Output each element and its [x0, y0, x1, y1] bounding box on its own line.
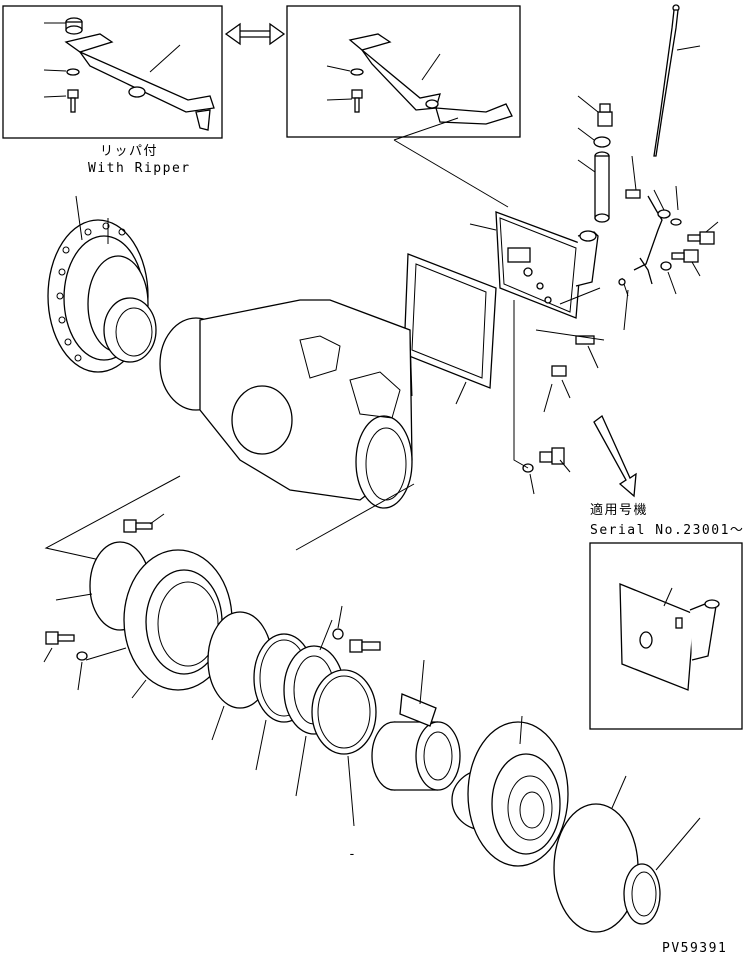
- nut-icon: [65, 17, 83, 35]
- inset-serial: [589, 542, 743, 730]
- bracket: [348, 33, 513, 125]
- with-ripper-label-jp: リッパ付: [100, 144, 158, 159]
- dipstick-assembly: [577, 4, 719, 331]
- bolt-icon: [671, 249, 699, 263]
- gasket-disc: [553, 803, 639, 933]
- plug-icon: [575, 335, 595, 345]
- bolt-icon: [123, 519, 153, 533]
- bolt-icon: [539, 447, 565, 465]
- washer-icon: [350, 68, 364, 76]
- washer-icon: [76, 651, 88, 661]
- filler-tube: [594, 151, 610, 223]
- gasket-icon: [593, 136, 611, 148]
- bolt-icon: [67, 89, 79, 113]
- serial-label-en: Serial No.23001～: [590, 523, 744, 538]
- with-ripper-label-en: With Ripper: [88, 161, 191, 176]
- inset-without-ripper: [286, 5, 521, 141]
- sprocket-hub: [47, 195, 157, 373]
- cover-plate: [469, 211, 599, 319]
- breather-icon: [597, 103, 613, 127]
- o-ring: [311, 669, 377, 755]
- washer-icon: [660, 261, 672, 271]
- inset-with-ripper: [2, 5, 223, 139]
- serial-label-jp: 適用号機: [590, 502, 648, 518]
- transmission-housing: [159, 299, 413, 509]
- stray-mark: -: [348, 847, 357, 862]
- oil-seal: [623, 863, 661, 925]
- drawing-code: PV59391: [662, 941, 727, 955]
- clamp-icon: [625, 189, 682, 226]
- bolt-icon: [349, 639, 381, 653]
- double-arrow-icon: [224, 22, 286, 46]
- ripper-bracket: [64, 33, 215, 131]
- bearing: [371, 693, 461, 791]
- washer-icon: [66, 68, 80, 76]
- bolt-icon: [45, 631, 75, 645]
- serial-arrow-icon: [593, 414, 637, 498]
- retainer-flange: [123, 549, 233, 691]
- washer-icon: [332, 628, 344, 640]
- bolt-ring: [56, 222, 126, 362]
- final-drive-hub: [451, 721, 569, 867]
- drain-plug-icon: [551, 365, 567, 377]
- bolt-icon: [351, 89, 363, 113]
- bolt-icon: [687, 231, 715, 245]
- gasket: [403, 253, 497, 405]
